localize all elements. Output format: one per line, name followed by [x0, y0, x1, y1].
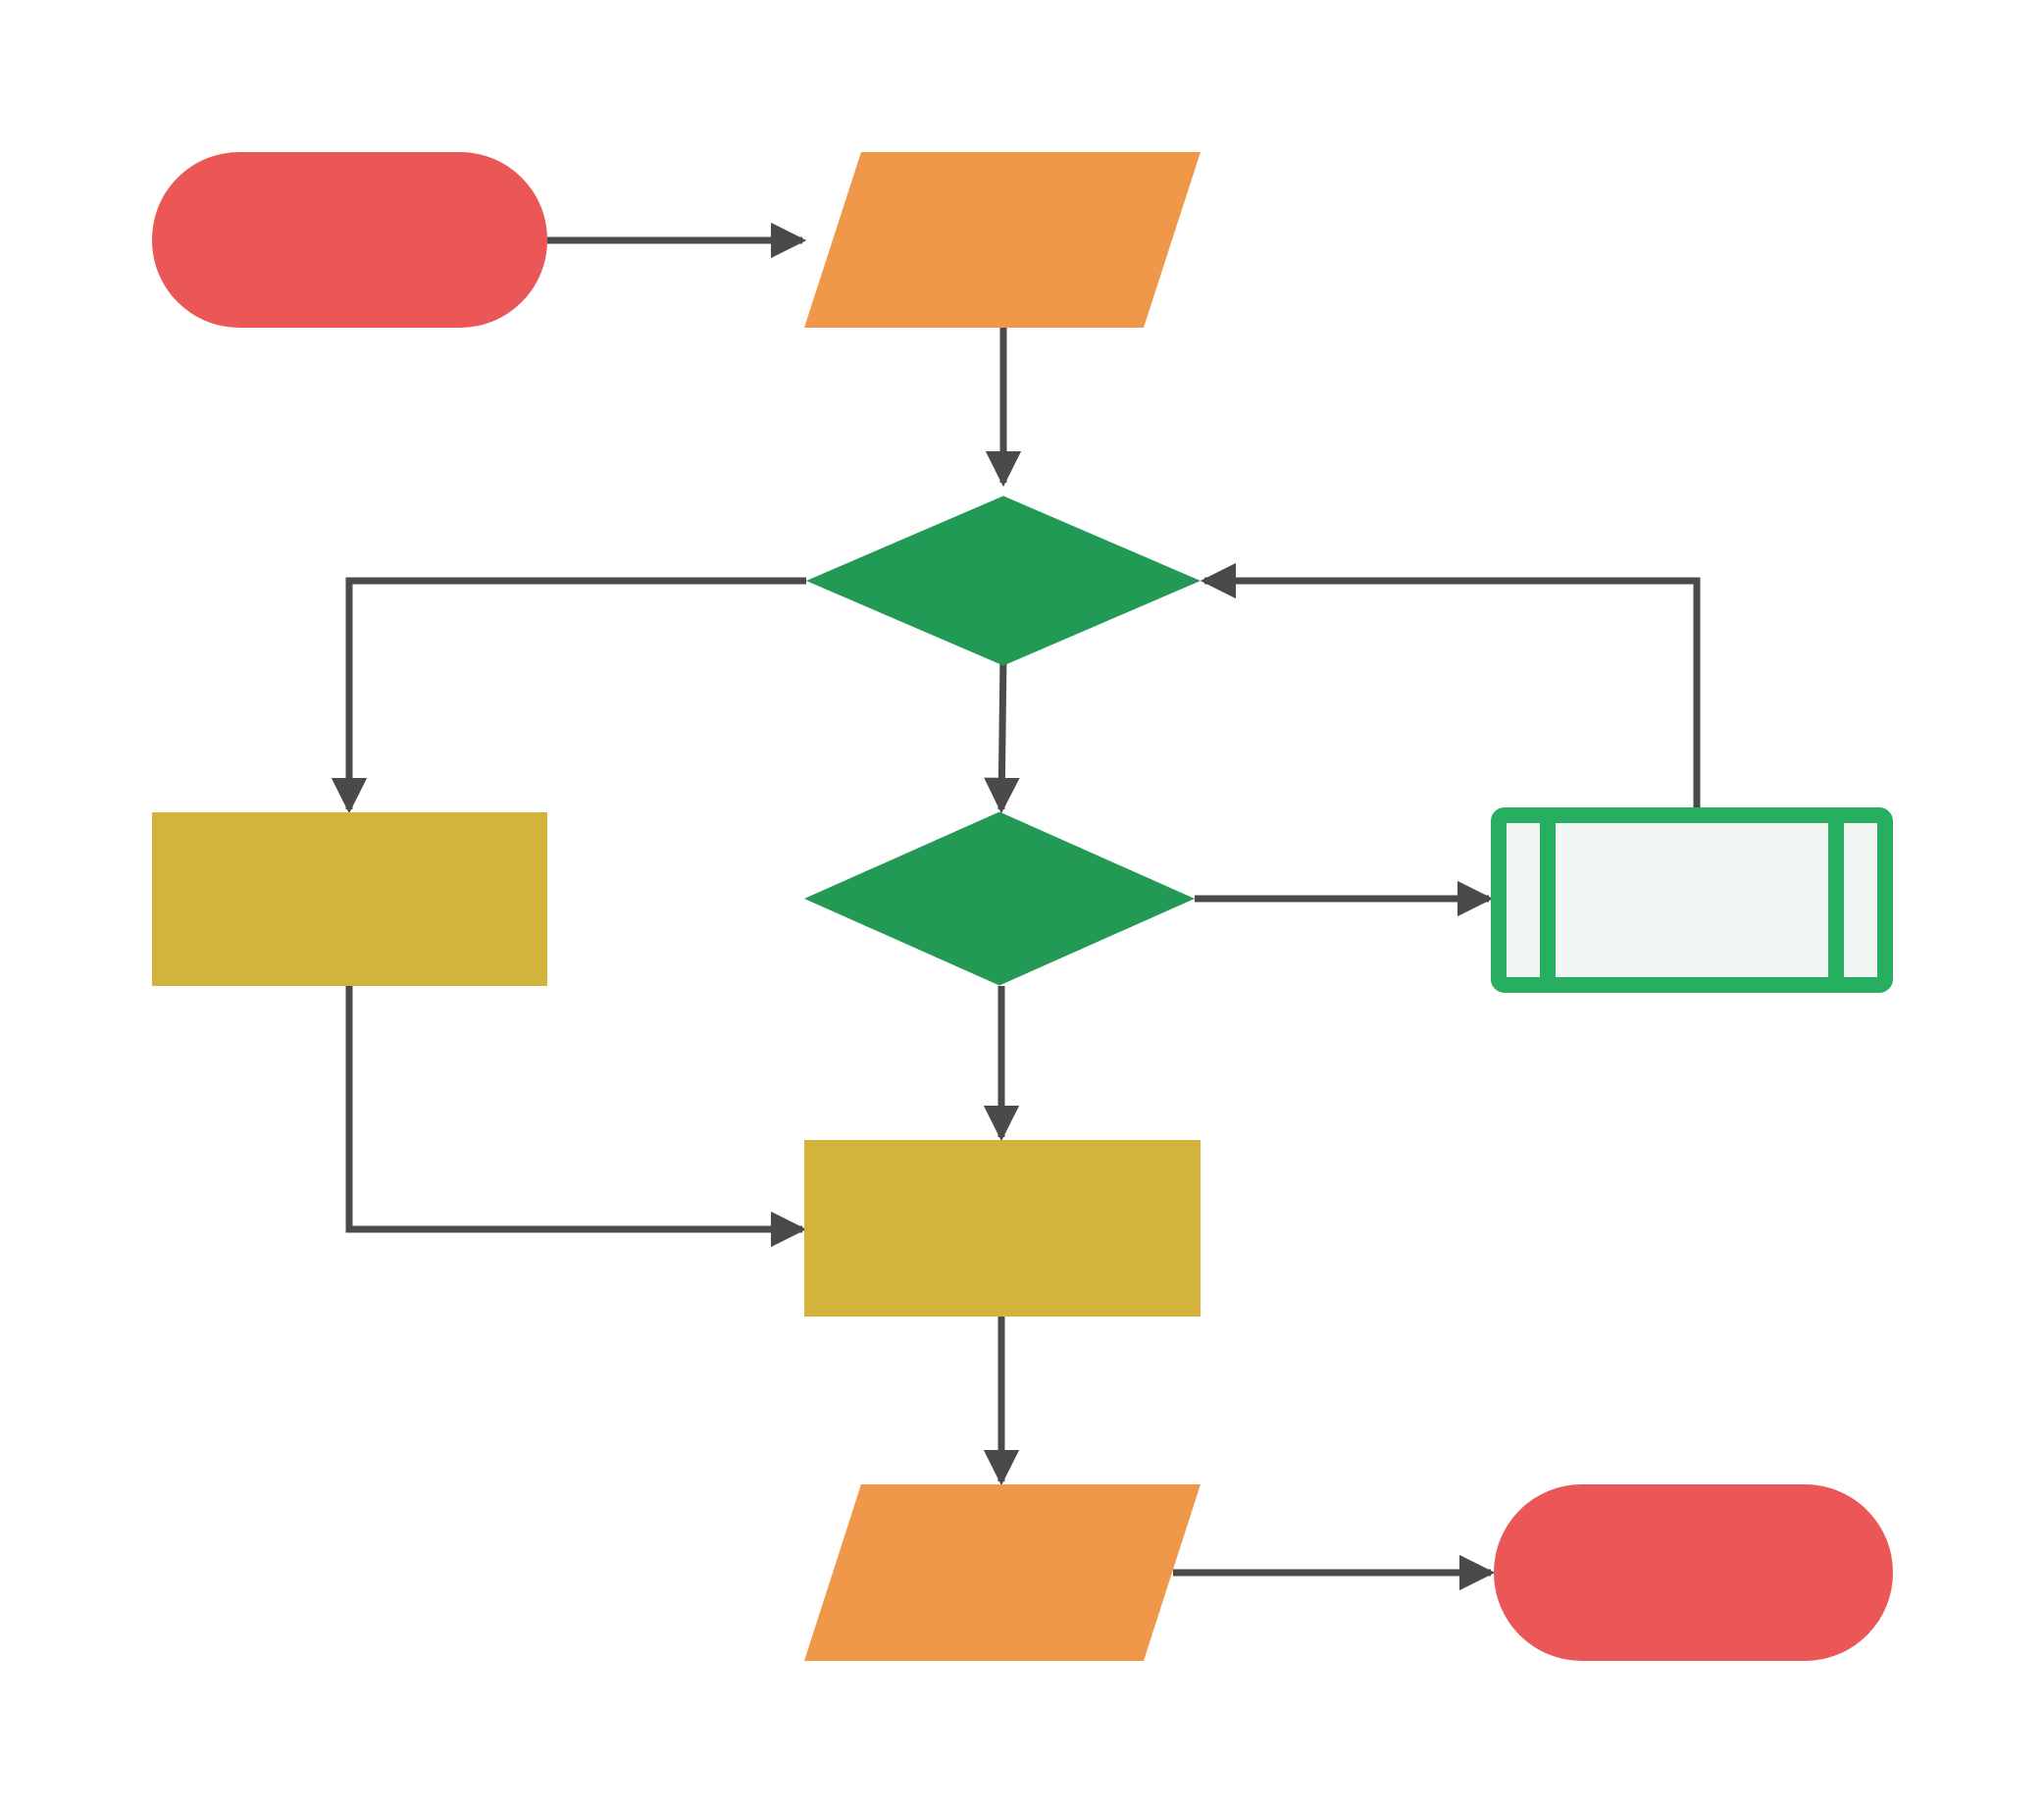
node-process-center[interactable]: [804, 1140, 1201, 1317]
edge-decision-1-to-decision-2-line: [984, 654, 1020, 814]
shape-subroutine-body: [1491, 807, 1893, 993]
edge-decision-1-to-process-left-line: [331, 577, 806, 814]
node-decision-2[interactable]: [804, 811, 1195, 986]
nodes-layer: [152, 152, 1893, 1661]
shape-decision-diamond: [806, 495, 1201, 666]
shape-process-rect: [152, 812, 547, 986]
shape-terminator: [152, 152, 547, 328]
node-output[interactable]: [804, 1484, 1201, 1661]
shape-terminator: [1494, 1484, 1893, 1661]
shape-process-rect: [804, 1140, 1201, 1317]
node-process-left[interactable]: [152, 812, 547, 986]
edge-subroutine-to-decision-1-line: [1200, 562, 1701, 807]
node-decision-1[interactable]: [806, 495, 1201, 666]
edge-decision-1-to-decision-2[interactable]: [984, 654, 1020, 814]
edge-subroutine-to-decision-1[interactable]: [1200, 562, 1701, 807]
edge-decision-1-to-process-left[interactable]: [331, 577, 806, 814]
shape-parallelogram: [804, 152, 1201, 328]
node-start[interactable]: [152, 152, 547, 328]
node-input[interactable]: [804, 152, 1201, 328]
shape-parallelogram: [804, 1484, 1201, 1661]
node-end[interactable]: [1494, 1484, 1893, 1661]
edge-process-left-to-process-center-line: [345, 986, 807, 1248]
edges-layer: [331, 222, 1701, 1591]
shape-decision-diamond: [804, 811, 1195, 986]
node-subroutine[interactable]: [1491, 807, 1893, 993]
edge-process-left-to-process-center[interactable]: [345, 986, 807, 1248]
